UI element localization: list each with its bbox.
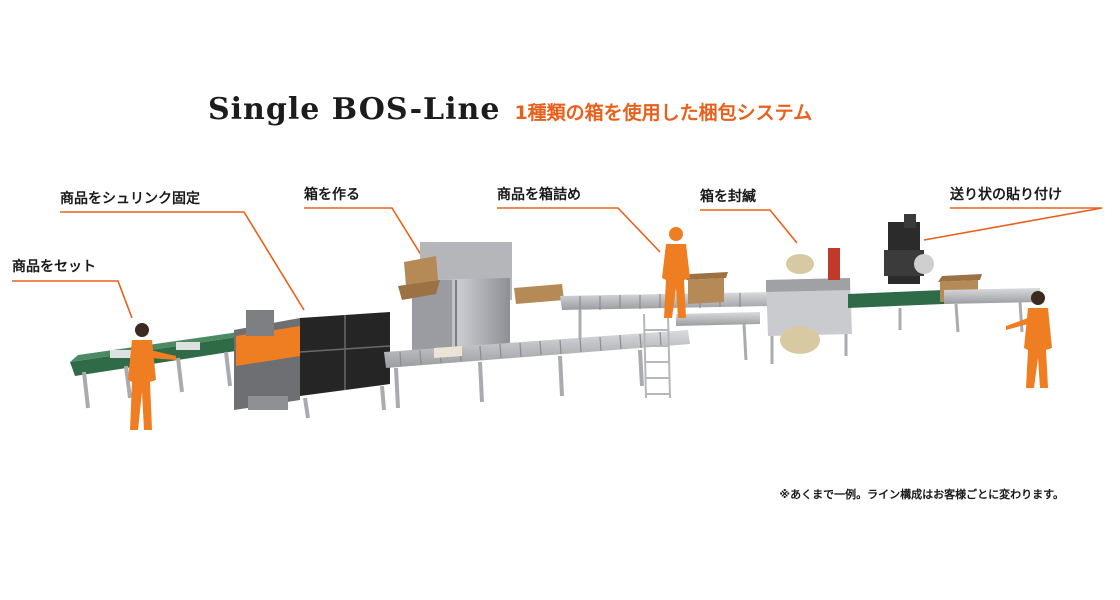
shrink-machine bbox=[234, 310, 391, 419]
title-main: Single BOS-Line bbox=[208, 92, 501, 127]
leader-line-shrink bbox=[60, 211, 305, 311]
leader-lines bbox=[12, 207, 1103, 319]
leader-line-seal bbox=[700, 209, 798, 244]
station-label-shrink: 商品をシュリンク固定 bbox=[60, 191, 200, 207]
leader-line-label bbox=[923, 207, 1103, 241]
sealer-machine bbox=[766, 248, 852, 364]
leader-line-set bbox=[12, 280, 133, 319]
station-label-box-make: 箱を作る bbox=[304, 187, 360, 203]
worker-box-fill bbox=[662, 227, 690, 318]
worker-outfeed bbox=[1006, 291, 1052, 388]
station-label-seal: 箱を封緘 bbox=[700, 189, 756, 205]
station-label-set: 商品をセット bbox=[12, 259, 96, 275]
station-label-label: 送り状の貼り付け bbox=[950, 187, 1062, 203]
infeed-conveyor bbox=[70, 331, 255, 409]
title-subtitle: 1種類の箱を使用した梱包システム bbox=[514, 102, 813, 124]
diagram-title: Single BOS-Line 1種類の箱を使用した梱包システム bbox=[208, 92, 812, 136]
station-label-box-fill: 商品を箱詰め bbox=[497, 187, 581, 203]
leader-line-box-fill bbox=[497, 207, 661, 253]
label-applicator bbox=[848, 214, 1040, 333]
box-former bbox=[398, 242, 564, 360]
main-roller-conveyor bbox=[384, 330, 690, 409]
disclaimer-note: ※あくまで一例。ライン構成はお客様ごとに変わります。 bbox=[779, 488, 1064, 501]
leader-line-box-make bbox=[304, 207, 424, 259]
worker-set bbox=[128, 323, 176, 430]
